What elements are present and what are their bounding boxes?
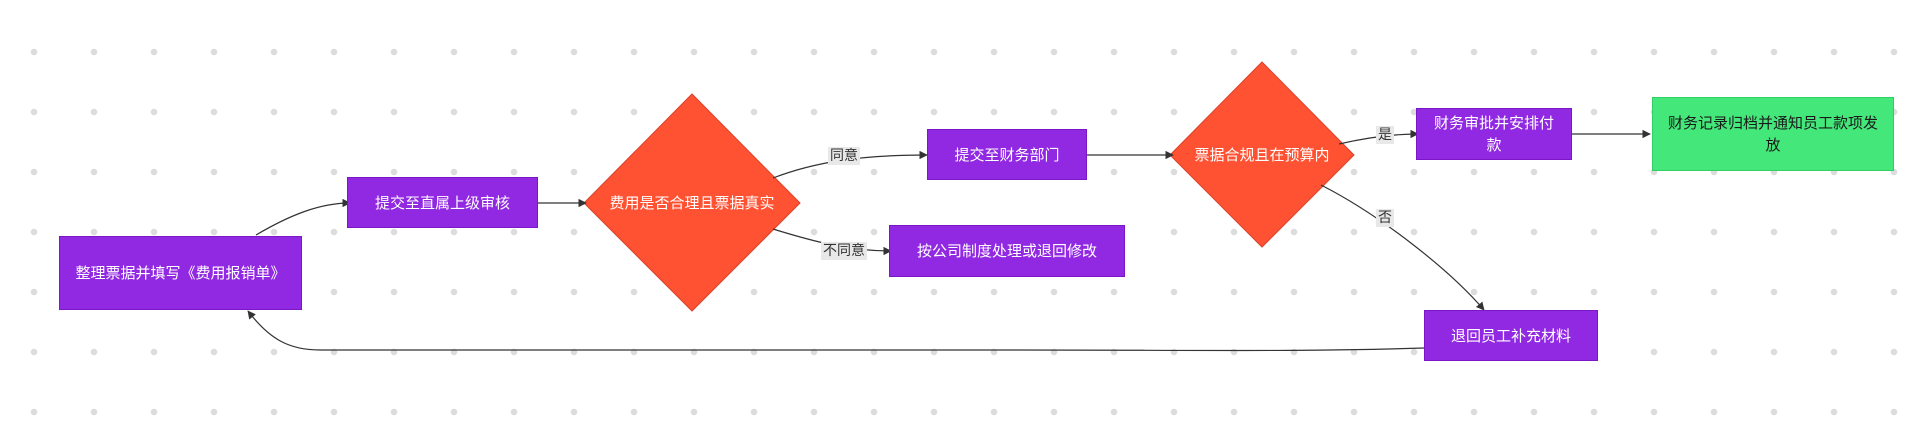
edge-label-disagree: 不同意 [821, 242, 867, 260]
node-submit-supervisor: 提交至直属上级审核 [347, 177, 538, 228]
node-finance-pay: 财务审批并安排付款 [1416, 108, 1572, 160]
node-return-employee: 退回员工补充材料 [1424, 310, 1598, 361]
decision-reasonable-label: 费用是否合理且票据真实 [609, 194, 775, 212]
node-submit-finance: 提交至财务部门 [927, 129, 1087, 180]
node-reject-policy: 按公司制度处理或退回修改 [889, 225, 1125, 277]
edge-label-agree: 同意 [828, 147, 860, 165]
edge-budget-no-to-return [1320, 184, 1485, 311]
node-archive-notify: 财务记录归档并通知员工款项发放 [1652, 97, 1894, 171]
decision-budget-shape [1169, 61, 1355, 248]
edge-label-no: 否 [1376, 209, 1394, 227]
decision-reasonable-shape [583, 93, 801, 312]
edge-return-to-prepare [247, 310, 1425, 352]
edge-prepare-to-supervisor [255, 198, 351, 236]
edge-label-yes: 是 [1376, 126, 1394, 144]
node-prepare-reimbursement: 整理票据并填写《费用报销单》 [59, 236, 302, 310]
decision-budget-label: 票据合规且在预算内 [1194, 146, 1330, 164]
